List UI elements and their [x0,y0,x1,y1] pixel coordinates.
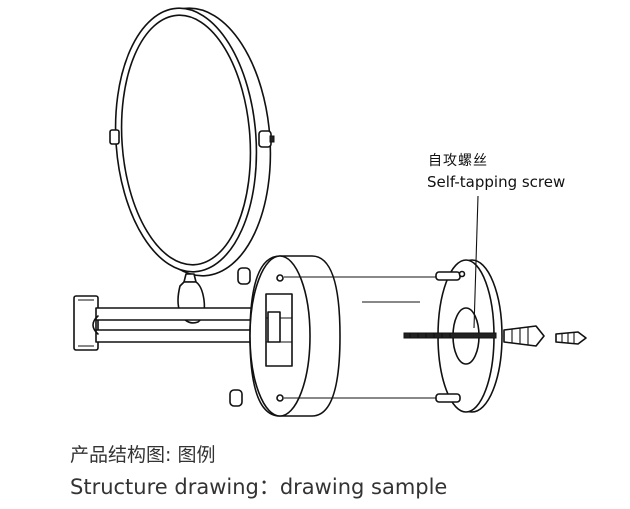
arm-tube-lower [95,329,274,343]
screw-leader-line [473,195,479,329]
pivot-knob-right [258,130,272,148]
cap-screw-bottom [229,389,243,407]
pivot-knob-left [109,129,120,145]
mirror-glass [120,14,252,266]
mirror [109,7,275,324]
wall-plug-2 [555,331,587,345]
arm-end-plate [73,295,99,351]
arm-assembly [73,295,274,351]
caption-en: Structure drawing：drawing sample [70,475,448,499]
wall-plugs [503,325,587,347]
screw-label-cn: 自攻螺丝 [428,153,488,169]
caption-cn: 产品结构图: 图例 [70,444,216,466]
cap-screws [229,267,448,407]
screw-label-en: Self-tapping screw [427,173,566,191]
wall-plug-1 [503,325,545,347]
mirror-neck [183,273,197,283]
long-screw [403,332,497,339]
wall-base [249,255,341,417]
arm-tube-upper [95,307,274,321]
cap-screw-top [237,267,251,285]
mirror-frame-front [114,7,258,273]
